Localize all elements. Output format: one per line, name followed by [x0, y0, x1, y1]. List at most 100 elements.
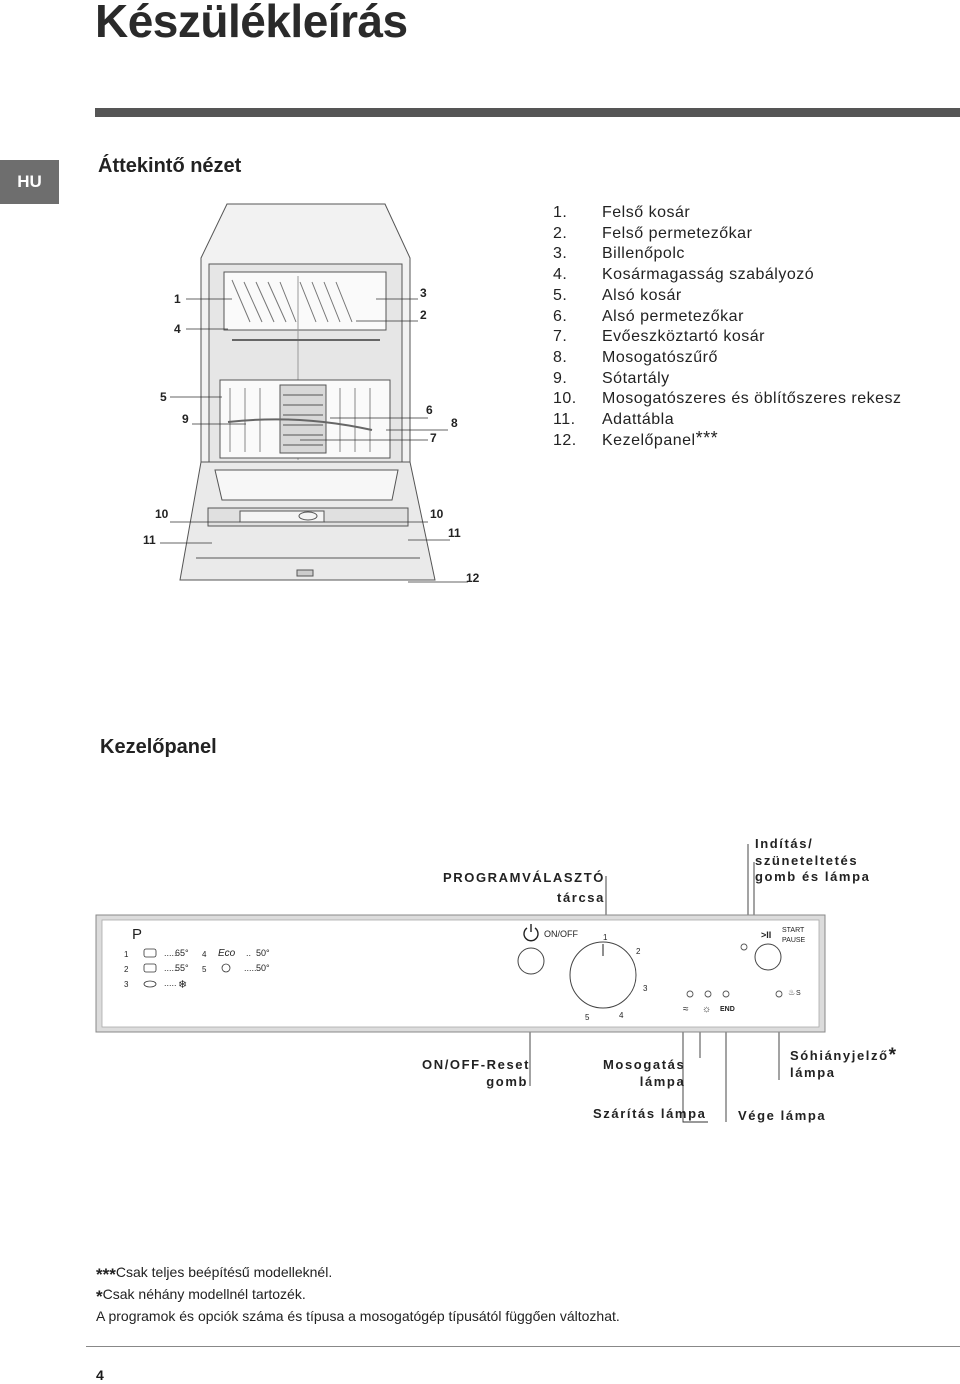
parts-list-number: 2.: [553, 224, 568, 242]
callout-5: 5: [160, 390, 167, 404]
callout-9: 9: [182, 412, 189, 426]
parts-list-number: 6.: [553, 307, 568, 325]
parts-list-number: 8.: [553, 348, 568, 366]
parts-list-item: 9. Sótartály: [553, 369, 902, 390]
programme-5-num: 5: [202, 965, 207, 974]
parts-list-label: Mosogatószűrő: [602, 348, 718, 366]
programme-3-num: 3: [124, 980, 129, 989]
washing-callout: Mosogatás lámpa: [603, 1057, 686, 1089]
parts-list-item: 4.Kosármagasság szabályozó: [553, 265, 902, 286]
washing-lamp: [686, 990, 694, 998]
on-off-panel-label: ON/OFF: [544, 929, 578, 939]
parts-list-item: 8. Mosogatószűrő: [553, 348, 902, 369]
callout-4: 4: [174, 322, 181, 336]
start-label: START: [782, 927, 805, 934]
parts-list-item: 6. Alsó permetezőkar: [553, 307, 902, 328]
dial-num-2: 2: [636, 947, 641, 956]
parts-list-label: Billenőpolc: [602, 245, 685, 263]
dial-num-3: 3: [643, 984, 648, 993]
salt-callout: Sóhiányjelző* lámpa: [790, 1045, 897, 1080]
svg-text:.....: .....: [164, 963, 177, 973]
programme-selector-callout: PROGRAMVÁLASZTÓ tárcsa: [443, 870, 605, 905]
svg-text:.....: .....: [244, 963, 257, 973]
end-callout: Vége lámpa: [738, 1108, 827, 1123]
callout-3: 3: [420, 286, 427, 300]
svg-text:..: ..: [246, 948, 251, 958]
parts-list-label: Kosármagasság szabályozó: [602, 266, 815, 284]
parts-list-label: Evőeszköztartó kosár: [602, 328, 765, 346]
parts-list-item: 1. Felső kosár: [553, 203, 902, 224]
programme-4-temp: 50°: [256, 948, 270, 958]
parts-list-label: Alsó kosár: [602, 286, 682, 304]
on-off-callout: ON/OFF-Reset gomb: [422, 1057, 531, 1089]
title-rule: [95, 108, 960, 117]
parts-list-label: Adattábla: [602, 411, 675, 429]
callout-8: 8: [451, 416, 458, 430]
start-pause-callout: Indítás/ szüneteltetés gomb és lámpa: [755, 836, 871, 884]
dial-num-4: 4: [619, 1011, 624, 1020]
programme-1-num: 1: [124, 950, 129, 959]
pot-icon: [143, 948, 231, 988]
svg-text:.....: .....: [164, 978, 177, 988]
control-panel-diagram: P 1 2 3 4 5 ..... 65° ..... 55° ..... ❄ …: [95, 844, 826, 1123]
parts-list-number: 3.: [553, 245, 568, 263]
start-pause-button[interactable]: [754, 943, 782, 971]
programme-5-temp: 50°: [256, 963, 270, 973]
callout-10-right: 10: [430, 507, 444, 521]
parts-list-number: 9.: [553, 369, 568, 387]
dial-num-1: 1: [603, 933, 608, 942]
drying-callout: Szárítás lámpa: [593, 1106, 707, 1121]
callout-2: 2: [420, 308, 427, 322]
parts-list-item: 2. Felső permetezőkar: [553, 224, 902, 245]
programme-1-temp: 65°: [175, 948, 189, 958]
parts-list-number: 11.: [553, 411, 576, 429]
footnote-1: ***Csak teljes beépítésű modelleknél.: [96, 1264, 333, 1284]
parts-list-number: 10.: [553, 390, 577, 408]
page-number: 4: [96, 1367, 104, 1383]
footnote-2: *Csak néhány modellnél tartozék.: [96, 1286, 306, 1306]
dial-num-5: 5: [585, 1013, 590, 1022]
control-panel-heading: Kezelőpanel: [100, 736, 217, 758]
eco-label: Eco: [218, 948, 236, 959]
parts-list: 1. Felső kosár 2. Felső permetezőkar 3. Bille…: [553, 203, 902, 451]
panel-p-label: P: [132, 926, 142, 943]
programme-4-num: 4: [202, 950, 207, 959]
drying-lamp: [704, 990, 712, 998]
parts-list-label: Sótartály: [602, 369, 670, 387]
programme-2-temp: 55°: [175, 963, 189, 973]
parts-list-suffix: ***: [695, 427, 719, 448]
programme-dial[interactable]: [569, 941, 637, 1009]
callout-12: 12: [466, 571, 480, 585]
end-lamp: [722, 990, 730, 998]
page-title: Készülékleírás: [95, 0, 408, 47]
dishwasher-diagram: 1 4 5 9 3 2 6 8 7 10 11 10 11 12: [143, 203, 480, 585]
end-panel-label: END: [720, 1006, 735, 1013]
snowflake-icon: ❄: [178, 979, 187, 991]
parts-list-item: 3. Billenőpolc: [553, 244, 902, 265]
on-off-button[interactable]: [517, 947, 545, 975]
pause-label: PAUSE: [782, 937, 806, 944]
salt-lamp: [775, 990, 783, 998]
washing-icon: ≈: [683, 1004, 689, 1015]
footnote-3: A programok és opciók száma és típusa a …: [96, 1308, 620, 1324]
parts-list-number: 1.: [553, 204, 568, 221]
parts-list-label: Kezelőpanel: [602, 431, 696, 449]
drying-icon: ☼: [702, 1004, 711, 1015]
parts-list-label: Alsó permetezőkar: [602, 307, 744, 325]
parts-list-label: Felső kosár: [602, 204, 691, 221]
parts-list-item: 5.Alsó kosár: [553, 286, 902, 307]
parts-list-item: 11. Adattábla: [553, 410, 902, 431]
parts-list-label: Felső permetezőkar: [602, 224, 753, 242]
parts-list-number: 7.: [553, 328, 568, 346]
callout-7: 7: [430, 431, 437, 445]
power-icon: [523, 924, 539, 942]
parts-list-label: Mosogatószeres és öblítőszeres rekesz: [602, 390, 902, 408]
callout-6: 6: [426, 403, 433, 417]
start-pause-icon: >II: [761, 930, 771, 940]
programme-2-num: 2: [124, 965, 129, 974]
svg-text:.....: .....: [164, 948, 177, 958]
parts-list-item: 10. Mosogatószeres és öblítőszeres rekesz: [553, 389, 902, 410]
salt-panel-label: S: [796, 990, 801, 997]
callout-1: 1: [174, 292, 181, 306]
callout-11-right: 11: [448, 526, 461, 540]
